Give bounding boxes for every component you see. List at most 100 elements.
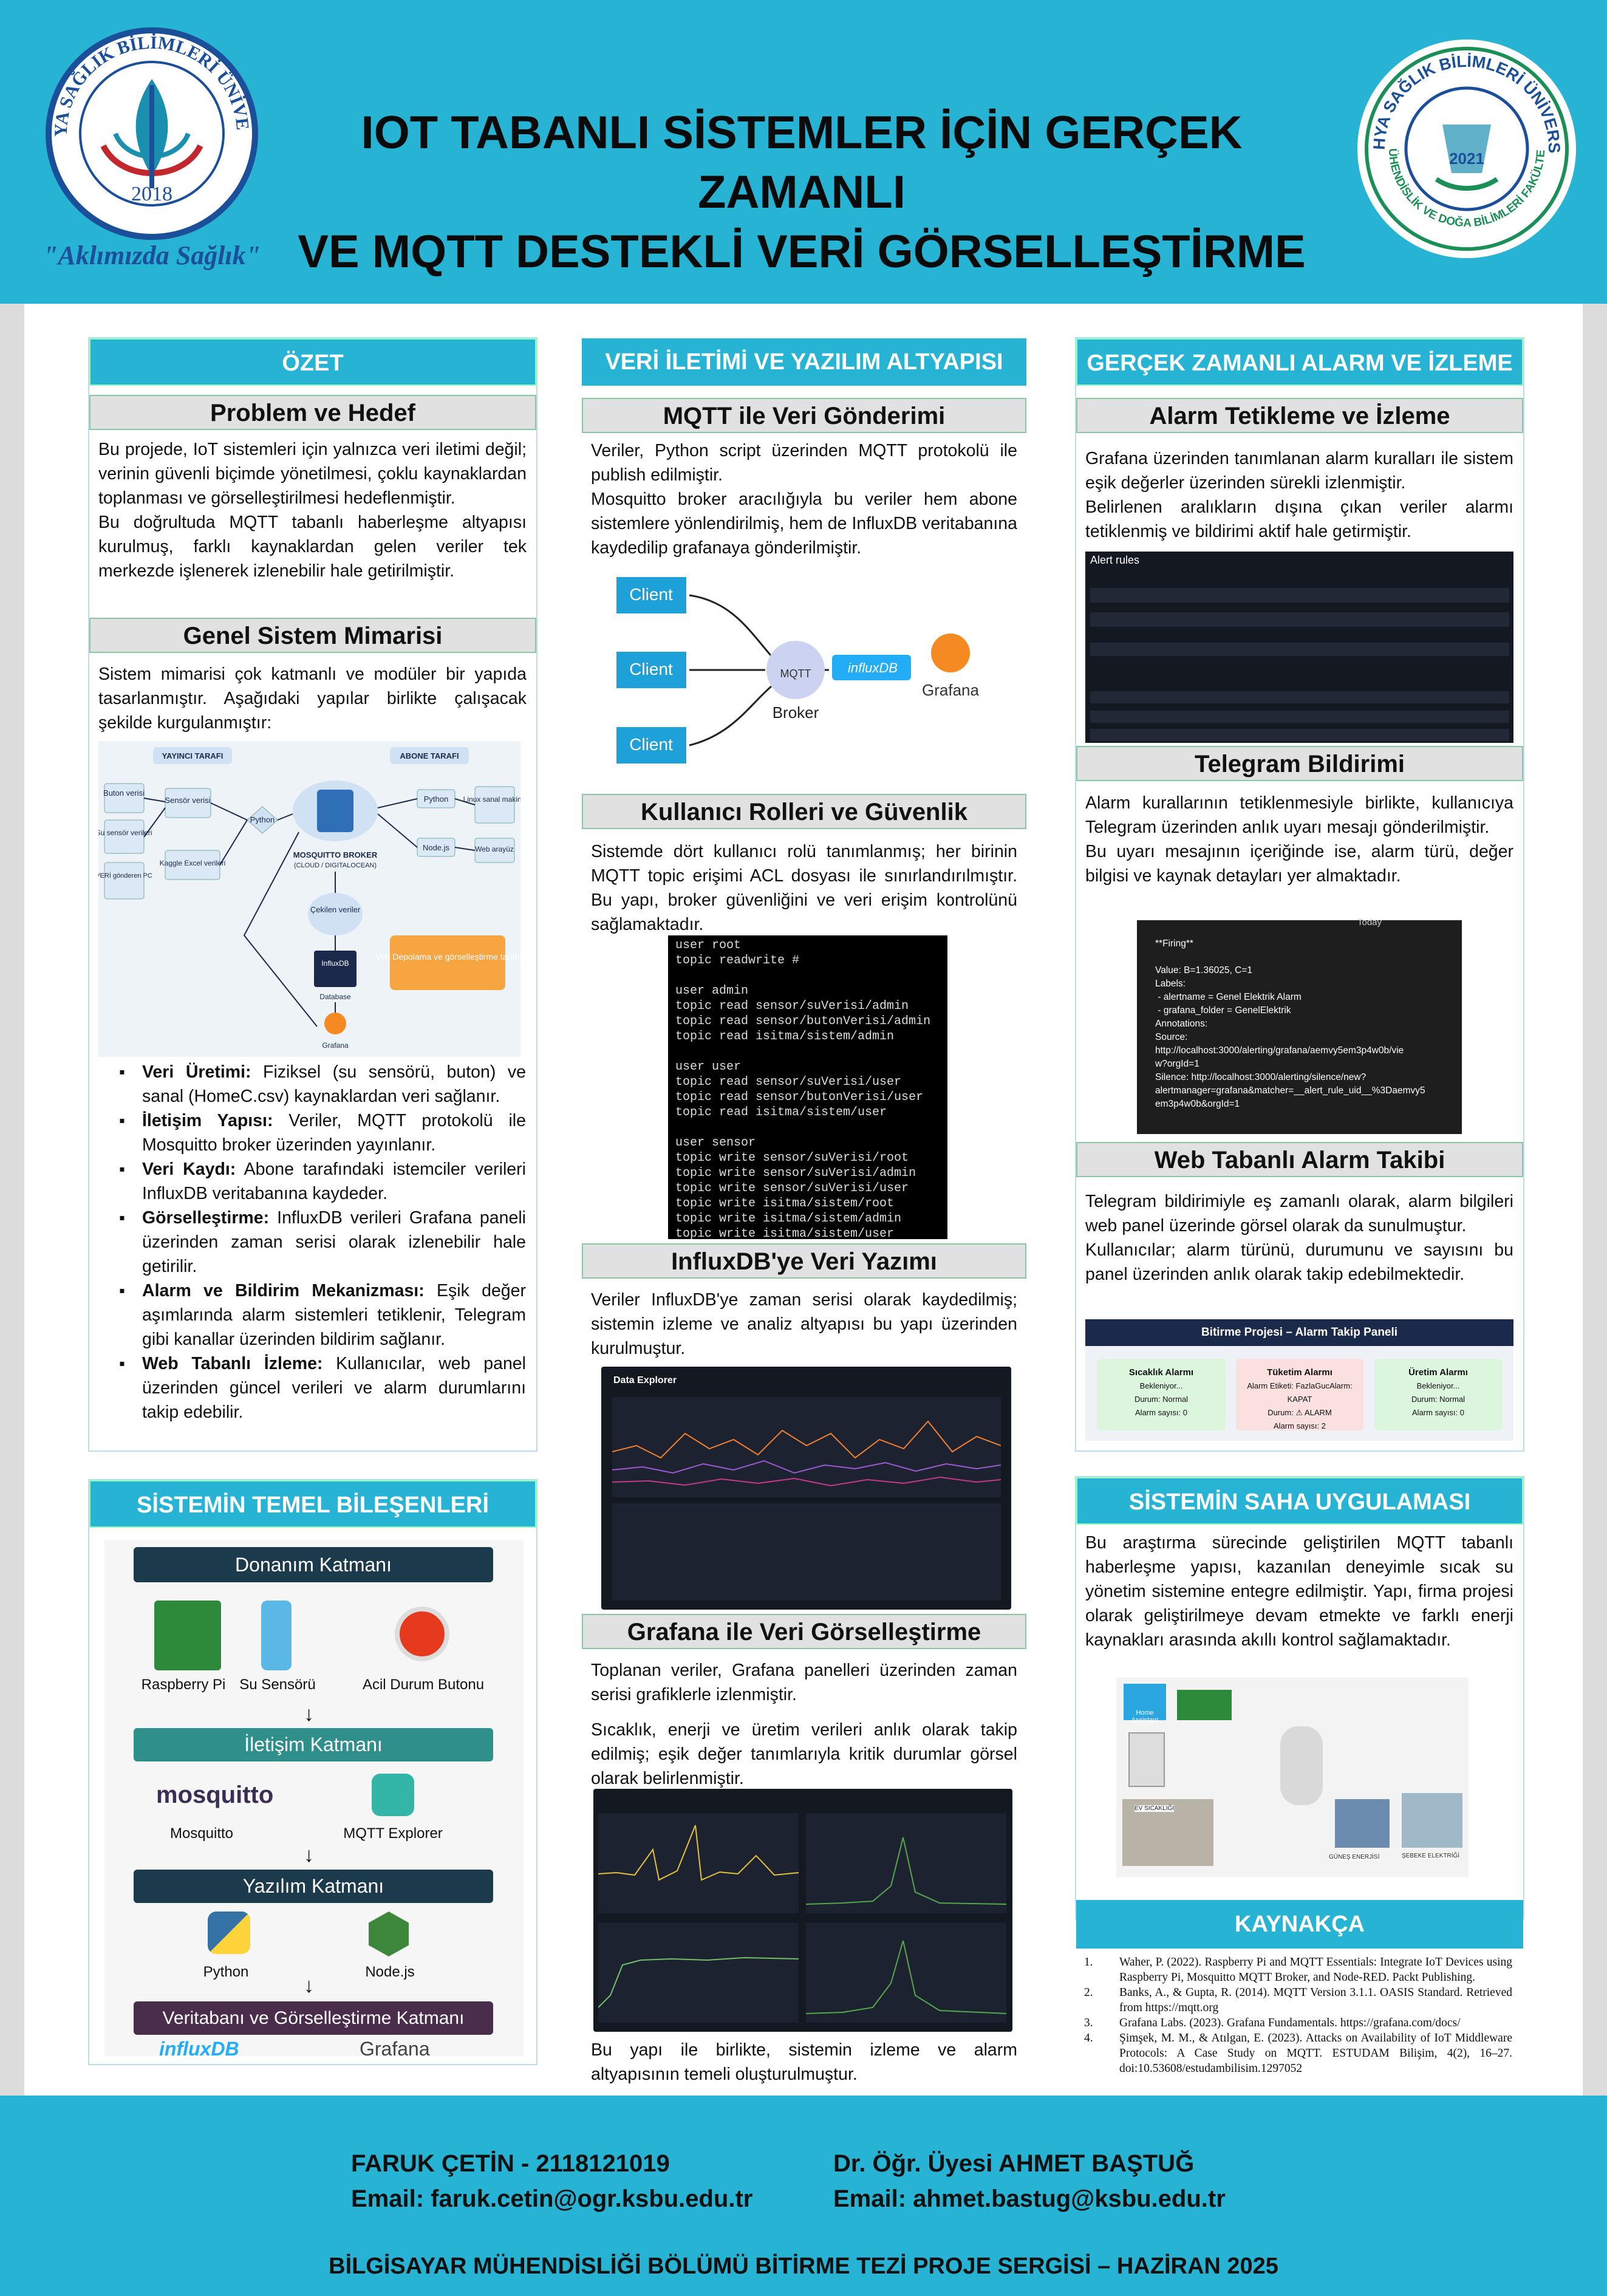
reference-item: 4.Şimşek, M. M., & Atılgan, E. (2023). A…	[1084, 2032, 1512, 2075]
solar-panel-image	[1335, 1799, 1390, 1848]
grafana-panel	[805, 1922, 1007, 2023]
explorer-title: Data Explorer	[613, 1375, 677, 1385]
svg-text:Web arayüz: Web arayüz	[475, 845, 514, 853]
label-raspberry: Raspberry Pi	[141, 1676, 226, 1693]
layer-communication: İletişim Katmanı	[134, 1728, 493, 1761]
subheading-telegram: Telegram Bildirimi	[1076, 746, 1523, 781]
alert-rules-screenshot: Alert rules	[1085, 552, 1513, 743]
arrow-down-icon: ↓	[304, 1974, 314, 1997]
web-alarm-text: Telegram bildirimiyle eş zamanlı olarak,…	[1085, 1192, 1513, 1284]
label-python: Python	[203, 1964, 249, 1980]
section-title-references: KAYNAKÇA	[1076, 1900, 1523, 1949]
layer-database: Veritabanı ve Görselleştirme Katmanı	[134, 2001, 493, 2035]
architecture-diagram: YAYINCI TARAFI ABONE TARAFI Buton verisi…	[95, 741, 526, 1057]
mqtt-explorer-icon	[372, 1774, 414, 1816]
svg-text:Client: Client	[629, 735, 673, 754]
svg-text:Broker: Broker	[773, 703, 819, 722]
svg-text:Python: Python	[424, 794, 448, 804]
bullet-item: Web Tabanlı İzleme: Kullanıcılar, web pa…	[119, 1351, 526, 1424]
alarm-text: Grafana üzerinden tanımlanan alarm kural…	[1085, 449, 1513, 541]
reference-item: 2.Banks, A., & Gupta, R. (2014). MQTT Ve…	[1084, 1986, 1512, 2014]
svg-text:Çekilen veriler: Çekilen veriler	[310, 905, 361, 914]
mqtt-text: Veriler, Python script üzerinden MQTT pr…	[591, 441, 1017, 558]
svg-text:Grafana: Grafana	[322, 1041, 349, 1050]
footer-band: FARUK ÇETİN - 2118121019 Email: faruk.ce…	[0, 2096, 1607, 2296]
label-mqtt-explorer: MQTT Explorer	[343, 1825, 443, 1842]
section-title-components: SİSTEMİN TEMEL BİLEŞENLERİ	[89, 1480, 536, 1528]
section-title-ozet: ÖZET	[89, 338, 536, 386]
bullet-item: Görselleştirme: InfluxDB verileri Grafan…	[119, 1206, 526, 1279]
water-sensor-icon	[261, 1601, 292, 1670]
subheading-web-alarm: Web Tabanlı Alarm Takibi	[1076, 1142, 1523, 1177]
telegram-text: Alarm kurallarının tetiklenmesiyle birli…	[1085, 793, 1513, 886]
field-text: Bu araştırma sürecinde geliştirilen MQTT…	[1085, 1533, 1513, 1650]
subheading-roles: Kullanıcı Rolleri ve Güvenlik	[582, 794, 1026, 829]
svg-text:Client: Client	[629, 585, 673, 604]
telegram-date: Today	[1357, 917, 1382, 928]
mqtt-diagram: Client Client Client MQTT Broker influxD…	[610, 565, 990, 774]
svg-text:Su sensör verileri: Su sensör verileri	[98, 829, 152, 837]
advisor-email: Email: ahmet.bastug@ksbu.edu.tr	[833, 2185, 1226, 2212]
col1-components-frame	[88, 1479, 537, 2065]
label-solar: GÜNEŞ ENERJİSİ	[1329, 1854, 1380, 1860]
svg-text:(CLOUD / DIGITALOCEAN): (CLOUD / DIGITALOCEAN)	[294, 862, 377, 869]
bullet-item: Veri Üretimi: Fiziksel (su sensörü, buto…	[119, 1060, 526, 1109]
mosquitto-logo: mosquitto	[156, 1782, 274, 1808]
svg-text:2018: 2018	[131, 183, 172, 205]
label-home-temp: EV SICAKLIĞI	[1134, 1805, 1175, 1812]
boiler-icon	[1128, 1732, 1165, 1787]
svg-text:VERİ gönderen PC: VERİ gönderen PC	[98, 872, 152, 880]
power-grid-image	[1402, 1793, 1462, 1848]
label-grid: ŞEBEKE ELEKTRİĞİ	[1402, 1853, 1460, 1859]
grafana-panel	[598, 1813, 799, 1913]
nodejs-icon	[369, 1912, 409, 1956]
grafana-panel	[598, 1922, 799, 2023]
svg-text:InfluxDB: InfluxDB	[321, 959, 349, 968]
svg-text:Sensör verisi: Sensör verisi	[165, 796, 210, 805]
subheading-problem: Problem ve Hedef	[89, 395, 536, 430]
grafana-dashboard-screenshot	[593, 1789, 1012, 2032]
svg-text:Linux sanal makine: Linux sanal makine	[463, 795, 520, 804]
section-title-alarm: GERÇEK ZAMANLI ALARM VE İZLEME	[1076, 338, 1523, 386]
grafana-summary-text: Bu yapı ile birlikte, sistemin izleme ve…	[591, 2040, 1017, 2084]
raspberry-pi-icon	[154, 1601, 221, 1670]
subheading-architecture: Genel Sistem Mimarisi	[89, 618, 536, 653]
header-band: 2018 KÜTAHYA SAĞLIK BİLİMLERİ ÜNİVERSİTE…	[0, 0, 1607, 304]
layers-diagram: Donanım Katmanı Raspberry Pi Su Sensörü …	[104, 1540, 524, 2060]
svg-text:Python: Python	[250, 815, 275, 824]
home-assistant-icon: Home Assistant	[1124, 1684, 1166, 1724]
water-tank-icon	[1280, 1726, 1323, 1805]
subheading-grafana: Grafana ile Veri Görselleştirme	[582, 1614, 1026, 1649]
bullet-item: İletişim Yapısı: Veriler, MQTT protokolü…	[119, 1109, 526, 1157]
col3-frame	[1075, 337, 1524, 1452]
bullet-item: Veri Kaydı: Abone tarafındaki istemciler…	[119, 1157, 526, 1206]
poster-title: IOT TABANLI SİSTEMLER İÇİN GERÇEK ZAMANL…	[298, 107, 1306, 278]
influx-text: Veriler InfluxDB'ye zaman serisi olarak …	[591, 1290, 1017, 1358]
svg-text:influxDB: influxDB	[848, 660, 898, 675]
acl-terminal: user root topic readwrite # user admin t…	[668, 935, 947, 1239]
architecture-text: Sistem mimarisi çok katmanlı ve modüler …	[98, 665, 527, 733]
alarm-panel-screenshot: Bitirme Projesi – Alarm Takip Paneli Sıc…	[1085, 1319, 1513, 1441]
svg-text:Buton verisi: Buton verisi	[103, 788, 145, 798]
references-list: 1.Waher, P. (2022). Raspberry Pi and MQT…	[1084, 1955, 1512, 2076]
raspberry-pi-icon	[1177, 1690, 1232, 1720]
svg-text:2021: 2021	[1449, 149, 1484, 168]
grafana-logo: Grafana	[360, 2038, 430, 2060]
svg-text:"Aklımızda Sağlık": "Aklımızda Sağlık"	[43, 241, 261, 270]
advisor-name: Dr. Öğr. Üyesi AHMET BAŞTUĞ	[833, 2150, 1195, 2177]
label-nodejs: Node.js	[365, 1964, 415, 1980]
col1-frame	[88, 337, 537, 1452]
exhibition-caption: BİLGİSAYAR MÜHENDİSLİĞİ BÖLÜMÜ BİTİRME T…	[329, 2253, 1278, 2279]
explorer-query-panel	[612, 1503, 1001, 1601]
subheading-mqtt: MQTT ile Veri Gönderimi	[582, 398, 1026, 433]
explorer-graph	[612, 1397, 1001, 1497]
svg-text:Client: Client	[629, 660, 673, 678]
reference-item: 3.Grafana Labs. (2023). Grafana Fundamen…	[1084, 2017, 1461, 2029]
svg-text:Kaggle Excel verileri: Kaggle Excel verileri	[160, 859, 226, 867]
roles-text: Sistemde dört kullanıcı rolü tanımlanmış…	[591, 842, 1017, 934]
svg-text:Veri Depolama ve görselleştirm: Veri Depolama ve görselleştirme tarafı	[375, 952, 519, 962]
arrow-down-icon: ↓	[304, 1843, 314, 1867]
